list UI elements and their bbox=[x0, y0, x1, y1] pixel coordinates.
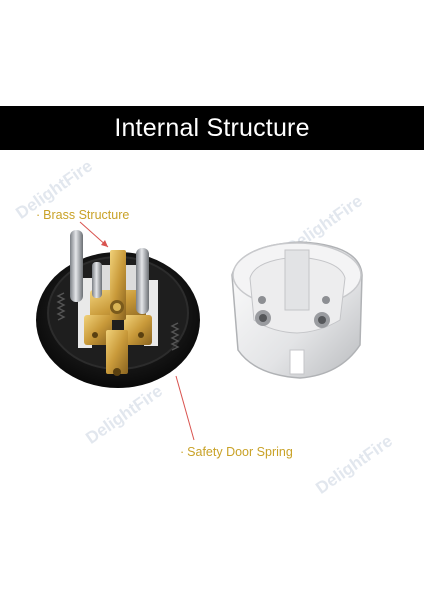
socket-housing bbox=[231, 241, 363, 379]
safety-door-spring-text: Safety Door Spring bbox=[187, 445, 293, 459]
banner-title: Internal Structure bbox=[114, 113, 310, 142]
brass-structure-text: Brass Structure bbox=[43, 208, 130, 222]
title-banner: Internal Structure bbox=[0, 106, 424, 150]
spring-callout-line bbox=[175, 375, 195, 441]
safety-door-spring-label: ·Safety Door Spring bbox=[180, 445, 293, 459]
product-photo bbox=[36, 221, 363, 441]
brass-structure-label: ·Brass Structure bbox=[36, 208, 130, 222]
socket-core bbox=[36, 230, 200, 388]
